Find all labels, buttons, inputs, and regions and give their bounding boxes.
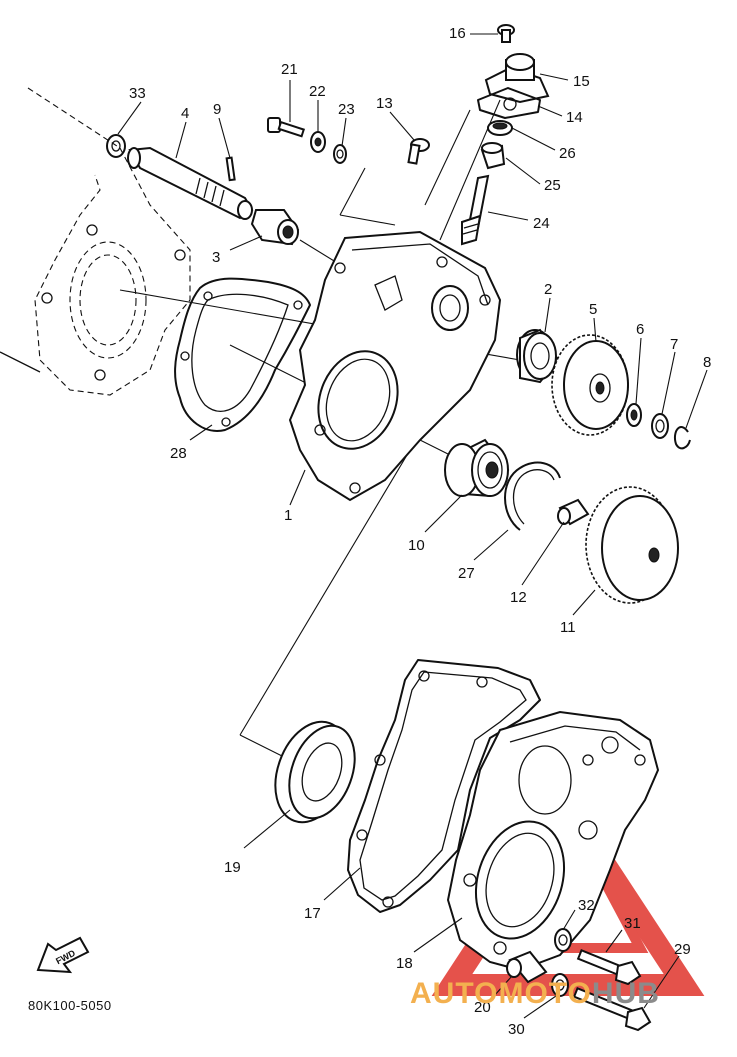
- part-30-washer: [551, 973, 569, 997]
- part-31-bolt: [576, 948, 642, 986]
- label-24: 24: [533, 215, 550, 232]
- part-8-circlip: [674, 426, 691, 450]
- label-2: 2: [544, 281, 552, 298]
- part-32-washer: [554, 928, 572, 952]
- leader-lines: [117, 33, 708, 1019]
- part-3-collar: [250, 209, 300, 246]
- part-1-pump-housing: [288, 230, 502, 502]
- engine-case-outline: [0, 87, 191, 396]
- label-18: 18: [396, 955, 413, 972]
- part-25-bushing: [480, 142, 506, 170]
- part-7-washer: [651, 413, 669, 439]
- part-18-cover: [446, 710, 660, 972]
- part-22-washer: [310, 131, 326, 153]
- label-26: 26: [559, 145, 576, 162]
- part-12-pin: [557, 498, 590, 526]
- part-labels: 33 4 9 3 21 22 23 13 16 15 14 26 25 24 2…: [129, 25, 711, 1038]
- label-6: 6: [636, 321, 644, 338]
- fwd-arrow: FWD: [36, 936, 90, 974]
- label-30: 30: [508, 1021, 525, 1038]
- label-22: 22: [309, 83, 326, 100]
- label-20: 20: [474, 999, 491, 1016]
- label-13: 13: [376, 95, 393, 112]
- label-4: 4: [181, 105, 189, 122]
- part-11-gear: [585, 486, 679, 604]
- part-13-bolt: [407, 138, 430, 165]
- part-28-gasket: [174, 277, 311, 432]
- part-6-washer: [626, 403, 642, 427]
- label-11: 11: [560, 619, 576, 636]
- label-8: 8: [703, 354, 711, 371]
- part-15-drive-housing: [484, 53, 550, 104]
- label-15: 15: [573, 73, 590, 90]
- label-25: 25: [544, 177, 561, 194]
- label-14: 14: [566, 109, 583, 126]
- part-17-gasket: [347, 659, 541, 913]
- label-1: 1: [284, 507, 292, 524]
- part-9-pin: [225, 156, 236, 182]
- part-2-bearing: [516, 328, 560, 384]
- part-23-washer: [333, 144, 347, 164]
- label-31: 31: [624, 915, 641, 932]
- part-4-shaft: [127, 146, 254, 220]
- label-5: 5: [589, 301, 597, 318]
- part-5-gear: [551, 334, 629, 436]
- watermark-text: AUTOMOTOHUB: [410, 977, 660, 1010]
- part-19-oil-seal: [274, 720, 356, 824]
- label-10: 10: [408, 537, 425, 554]
- part-16-screw: [497, 24, 515, 43]
- label-21: 21: [281, 61, 298, 78]
- label-12: 12: [510, 589, 527, 606]
- label-32: 32: [578, 897, 595, 914]
- label-19: 19: [224, 859, 241, 876]
- label-27: 27: [458, 565, 475, 582]
- diagram-code: 80K100-5050: [28, 998, 112, 1013]
- watermark-part1: AUTOMOTO: [410, 977, 592, 1010]
- part-26-seal: [487, 120, 513, 136]
- label-28: 28: [170, 445, 187, 462]
- label-23: 23: [338, 101, 355, 118]
- label-16: 16: [449, 25, 466, 42]
- svg-text:AUTOMOTOHUB: AUTOMOTOHUB: [410, 977, 660, 1010]
- part-10-bearing: [444, 438, 510, 498]
- part-33-washer: [106, 134, 126, 158]
- label-17: 17: [304, 905, 321, 922]
- part-14-gasket: [477, 87, 541, 119]
- label-9: 9: [213, 101, 221, 118]
- label-33: 33: [129, 85, 146, 102]
- label-3: 3: [212, 249, 220, 266]
- part-20-dowel: [506, 950, 548, 984]
- label-7: 7: [670, 336, 678, 353]
- watermark-part2: HUB: [592, 977, 660, 1010]
- part-24-drive-gear-shaft: [461, 174, 490, 246]
- part-21-bolt: [267, 117, 306, 138]
- part-27-circlip: [504, 461, 561, 531]
- part-29-bolt: [572, 986, 652, 1032]
- label-29: 29: [674, 941, 691, 958]
